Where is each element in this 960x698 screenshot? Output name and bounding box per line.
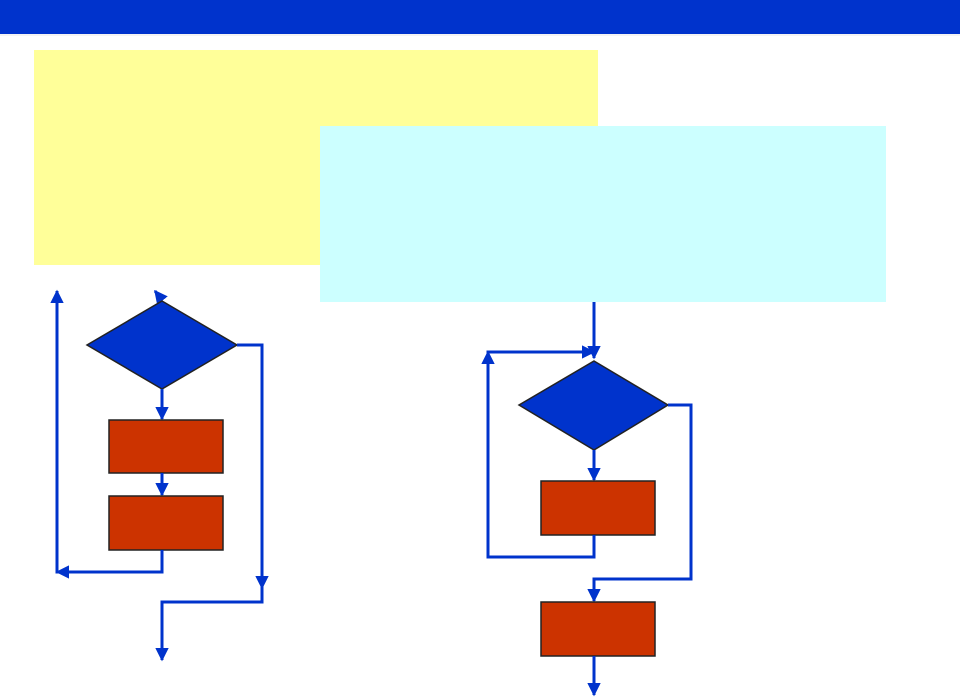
cyan-note-box: [320, 126, 886, 302]
left-exit-branch-arrow: [237, 343, 269, 590]
right-process-box-2: [540, 601, 656, 657]
left-exit-line: [155, 588, 264, 662]
right-loop-top-arrow: [486, 345, 596, 359]
left-entry-arrow: [153, 289, 168, 305]
left-process-box-2: [108, 495, 224, 551]
right-flowchart: [481, 302, 693, 697]
left-decision-diamond: [85, 300, 239, 390]
title-bar: [0, 0, 960, 34]
right-exit-branch-arrow: [587, 403, 693, 603]
right-process-box-1: [540, 480, 656, 536]
left-process-box-1: [108, 419, 224, 474]
left-flowchart: [50, 289, 269, 662]
title-bar-divider: [0, 34, 960, 36]
right-loop-back-arrow: [481, 350, 596, 559]
right-decision-diamond: [517, 360, 670, 451]
